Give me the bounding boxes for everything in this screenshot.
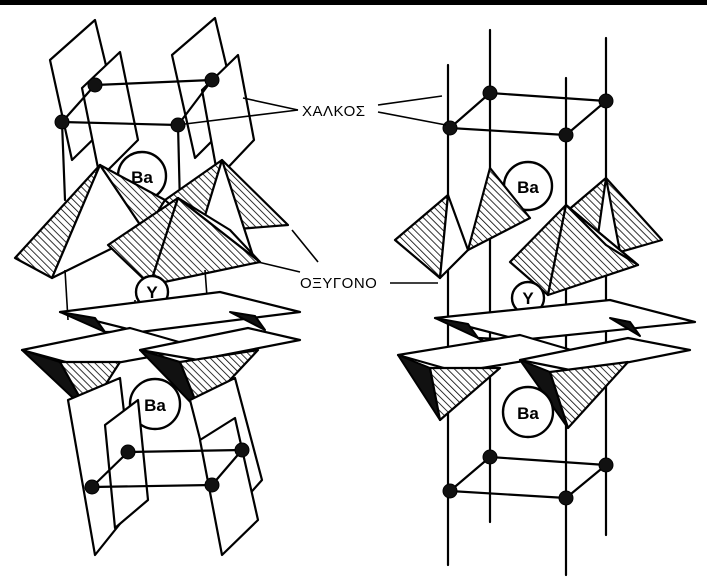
ba-label: Ba (131, 168, 153, 187)
left-lower-cu-square (90, 448, 244, 489)
copper-atom (170, 117, 186, 133)
copper-atom (87, 77, 103, 93)
ba-label: Ba (517, 178, 539, 197)
right-upper-ba-ion: Ba (502, 160, 554, 212)
y-label: Y (522, 289, 534, 308)
copper-atom (204, 477, 220, 493)
copper-atom (482, 449, 498, 465)
copper-atom (482, 85, 498, 101)
copper-atom (234, 442, 250, 458)
y-label: Y (146, 283, 158, 302)
right-y-ion: Y (510, 280, 546, 316)
copper-atom (442, 483, 458, 499)
ba-label: Ba (517, 404, 539, 423)
copper-atom (558, 490, 574, 506)
copper-atom (204, 72, 220, 88)
left-lower-cu-plaquettes (66, 376, 264, 557)
right-panel-ball-stick: Ba Y (393, 28, 697, 577)
ba-label: Ba (144, 396, 166, 415)
left-lower-ba-ion: Ba (128, 377, 182, 431)
oxygen-callout: ΟΞΥΓΟΝΟ (257, 229, 438, 292)
copper-atom (84, 479, 100, 495)
right-upper-pyramids (393, 166, 664, 297)
oxygen-label: ΟΞΥΓΟΝΟ (300, 275, 377, 292)
copper-atom (598, 93, 614, 109)
copper-atom (558, 127, 574, 143)
right-lower-cu-square (448, 455, 608, 500)
copper-atom (598, 457, 614, 473)
copper-callout: ΧΑΛΚΟΣ (184, 95, 447, 126)
left-panel-polyhedral: Ba Y (13, 16, 302, 557)
top-rule (0, 0, 707, 5)
right-lower-ba-ion: Ba (501, 385, 555, 439)
copper-label: ΧΑΛΚΟΣ (302, 103, 366, 120)
right-upper-cu-square (448, 91, 608, 137)
copper-atom (120, 444, 136, 460)
copper-atom (442, 120, 458, 136)
right-lower-pyramids (396, 298, 697, 430)
copper-atom (54, 114, 70, 130)
left-upper-pyramids (13, 158, 290, 287)
